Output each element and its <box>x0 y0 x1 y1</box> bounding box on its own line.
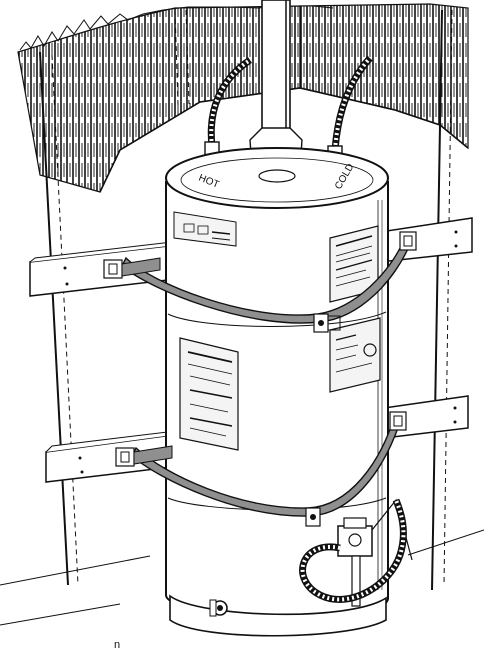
corner-mark: n <box>114 639 120 651</box>
floor <box>0 529 484 626</box>
wall-studs <box>39 9 453 591</box>
seismic-strap-icon <box>103 231 417 333</box>
gas-valve-icon <box>337 498 413 607</box>
wall-back <box>17 3 469 193</box>
tank-placard-upper-right <box>329 225 379 303</box>
wall-board-right-upper <box>379 217 473 263</box>
gas-line-coil <box>299 498 407 603</box>
tank-placard-middle-right <box>329 317 381 393</box>
tank-placard-middle-left <box>179 337 239 451</box>
tank-placard-top-left <box>173 211 237 247</box>
seismic-strap-lower <box>115 411 407 527</box>
drain-valve-icon <box>209 599 228 617</box>
wall-board-left-upper <box>29 241 174 297</box>
